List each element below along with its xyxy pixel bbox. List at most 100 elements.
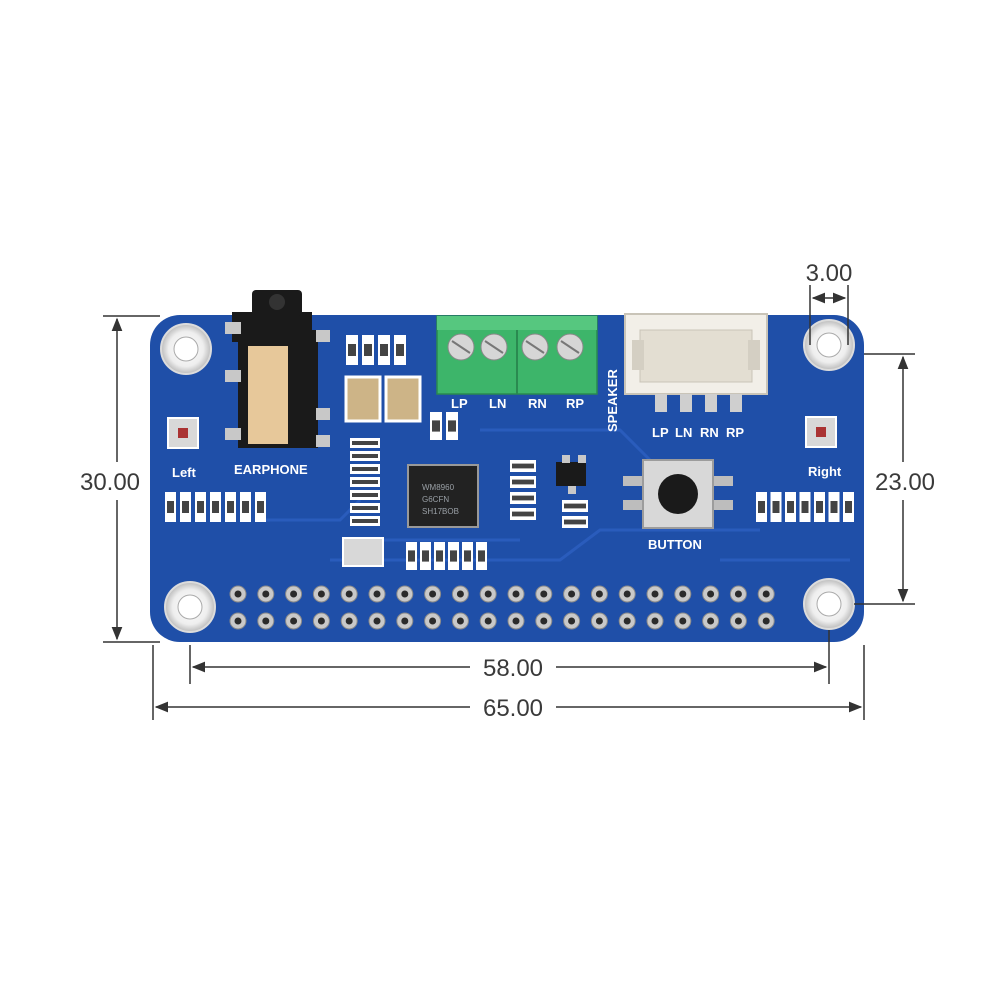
passive-component: [476, 542, 487, 570]
passive-component: [430, 412, 442, 440]
passive-component: [843, 492, 854, 522]
chip-line-3: SH17BOB: [422, 507, 459, 516]
gpio-pin: [257, 612, 275, 630]
passive-component: [350, 438, 380, 448]
chip-line-2: G6CFN: [422, 495, 449, 504]
passive-component: [225, 492, 236, 522]
passive-component: [350, 464, 380, 474]
dimension-lines: [103, 285, 915, 720]
gpio-pin: [340, 585, 358, 603]
capacitors: [342, 375, 422, 567]
passive-component: [394, 335, 406, 365]
gpio-header: [229, 585, 775, 630]
speaker-connector: [624, 313, 768, 412]
gpio-pin: [257, 585, 275, 603]
gpio-pin: [285, 612, 303, 630]
terminal-pin-rp: RP: [566, 396, 584, 411]
gpio-pin: [646, 612, 664, 630]
passive-component: [828, 492, 840, 522]
gpio-pin: [229, 612, 247, 630]
right-label: Right: [808, 464, 842, 479]
transistor: [556, 455, 586, 494]
passive-component: [420, 542, 431, 570]
left-mic: [167, 417, 199, 449]
passive-component: [406, 542, 417, 570]
passive-component: [195, 492, 206, 522]
gpio-pin: [368, 585, 386, 603]
chip-line-1: WM8960: [422, 483, 455, 492]
left-label: Left: [172, 465, 197, 480]
speaker-label: SPEAKER: [605, 369, 620, 432]
passive-component: [562, 516, 588, 528]
gpio-pin: [618, 612, 636, 630]
connector-pin-ln: LN: [675, 425, 692, 440]
passive-component: [210, 492, 221, 522]
passive-component: [462, 542, 473, 570]
gpio-pin: [479, 585, 497, 603]
passive-component: [165, 492, 176, 522]
dim-hole-offset: 3.00: [806, 260, 853, 287]
passive-component: [255, 492, 266, 522]
earphone-label: EARPHONE: [234, 462, 308, 477]
mount-holes: [160, 319, 855, 633]
passive-component: [510, 492, 536, 504]
gpio-pin: [563, 585, 581, 603]
gpio-pin: [674, 612, 692, 630]
passive-component: [346, 335, 358, 365]
gpio-pin: [535, 585, 553, 603]
gpio-pin: [424, 612, 442, 630]
gpio-pin: [702, 612, 720, 630]
gpio-pin: [618, 585, 636, 603]
passive-component: [785, 492, 796, 522]
screw-terminal: [436, 315, 598, 395]
gpio-pin: [424, 585, 442, 603]
passive-component: [562, 500, 588, 512]
passive-component: [350, 477, 380, 487]
connector-pin-rp: RP: [726, 425, 744, 440]
passive-component: [510, 508, 536, 520]
gpio-pin: [312, 585, 330, 603]
gpio-pin: [646, 585, 664, 603]
gpio-pin: [507, 585, 525, 603]
tactile-button: [623, 459, 733, 529]
passive-component: [510, 476, 536, 488]
passive-component: [350, 490, 380, 500]
gpio-pin: [396, 585, 414, 603]
gpio-pin: [451, 612, 469, 630]
connector-pin-lp: LP: [652, 425, 669, 440]
earphone-jack: [225, 290, 330, 448]
passive-component: [799, 492, 811, 522]
gpio-pin: [757, 585, 775, 603]
terminal-pin-ln: LN: [489, 396, 506, 411]
passive-component: [362, 335, 374, 365]
gpio-pin: [312, 612, 330, 630]
gpio-pin: [368, 612, 386, 630]
passive-component: [770, 492, 782, 522]
terminal-pin-rn: RN: [528, 396, 547, 411]
passive-component: [814, 492, 825, 522]
passive-component: [240, 492, 251, 522]
gpio-pin: [590, 612, 608, 630]
gpio-pin: [479, 612, 497, 630]
gpio-pin: [535, 612, 553, 630]
gpio-pin: [229, 585, 247, 603]
codec-chip: WM8960 G6CFN SH17BOB: [407, 464, 479, 528]
gpio-pin: [396, 612, 414, 630]
button-label: BUTTON: [648, 537, 702, 552]
passive-component: [446, 412, 458, 440]
connector-pin-rn: RN: [700, 425, 719, 440]
passive-component: [510, 460, 536, 472]
terminal-pin-lp: LP: [451, 396, 468, 411]
gpio-pin: [285, 585, 303, 603]
right-mic: [805, 416, 837, 448]
gpio-pin: [729, 612, 747, 630]
passive-component: [448, 542, 459, 570]
gpio-pin: [563, 612, 581, 630]
gpio-pin: [674, 585, 692, 603]
gpio-pin: [451, 585, 469, 603]
dim-width-total: 65.00: [483, 695, 543, 722]
dim-hole-spacing-x: 58.00: [483, 655, 543, 682]
passive-component: [350, 503, 380, 513]
gpio-pin: [729, 585, 747, 603]
passive-component: [434, 542, 445, 570]
